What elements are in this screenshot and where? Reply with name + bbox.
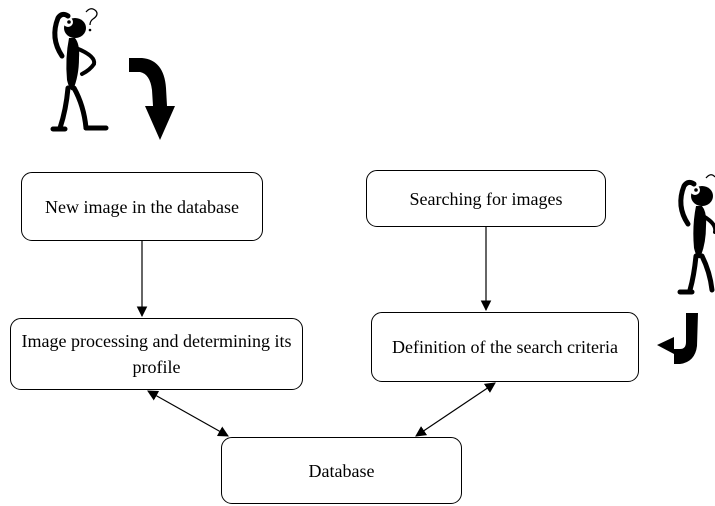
node-processing-label: Image processing and determining its pro… [21,331,292,377]
curved-arrow-down-icon [129,58,175,140]
node-new-image-label: New image in the database [45,196,239,217]
node-searching-for-images: Searching for images [366,170,606,227]
node-searching-label: Searching for images [409,188,563,209]
curved-arrow-left-icon [657,313,710,364]
node-database-label: Database [308,460,375,481]
node-new-image: New image in the database [21,172,263,241]
node-database: Database [221,437,462,504]
thinking-stick-figure-icon [677,174,715,295]
node-search-criteria: Definition of the search criteria [371,312,639,382]
arrow-processing-database [147,390,229,437]
arrow-definition-database [415,382,496,437]
node-image-processing: Image processing and determining its pro… [10,318,303,390]
node-definition-label: Definition of the search criteria [392,337,618,357]
thinking-stick-figure-icon [50,8,109,132]
